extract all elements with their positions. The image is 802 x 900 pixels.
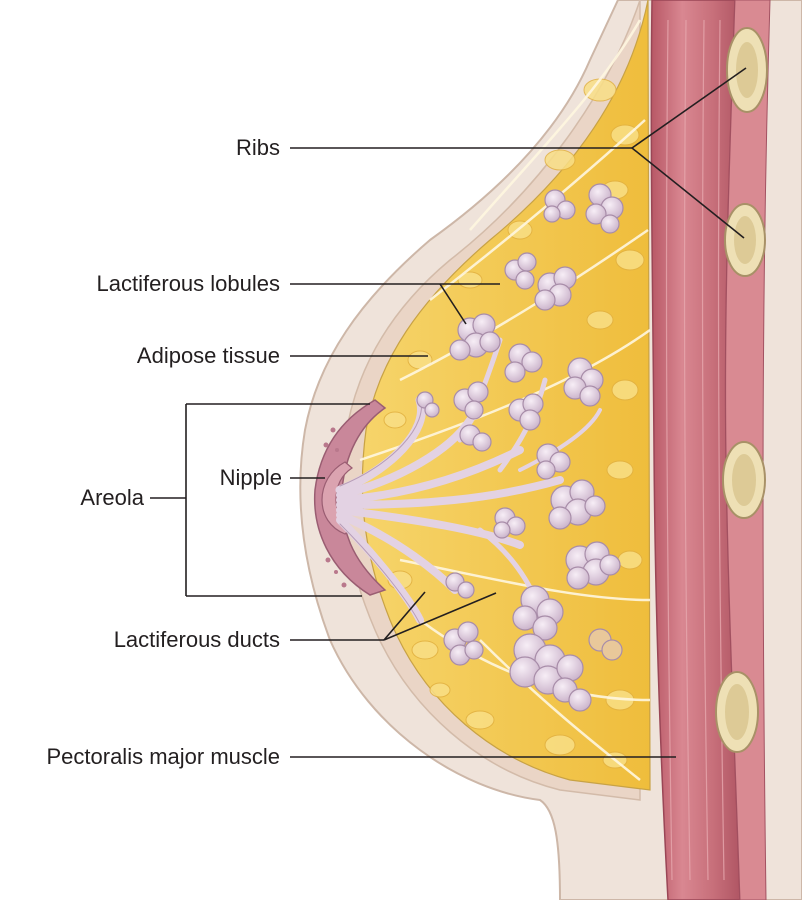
label-pectoralis-major-muscle: Pectoralis major muscle	[46, 744, 280, 769]
lactiferous-lobules	[416, 183, 624, 712]
label-adipose-tissue: Adipose tissue	[136, 343, 280, 368]
label-lactiferous-ducts: Lactiferous ducts	[113, 627, 280, 652]
areola	[313, 399, 387, 596]
label-nipple: Nipple	[219, 465, 282, 490]
label-areola: Areola	[80, 485, 144, 510]
label-ribs: Ribs	[235, 135, 280, 160]
label-lactiferous-lobules: Lactiferous lobules	[96, 271, 280, 296]
